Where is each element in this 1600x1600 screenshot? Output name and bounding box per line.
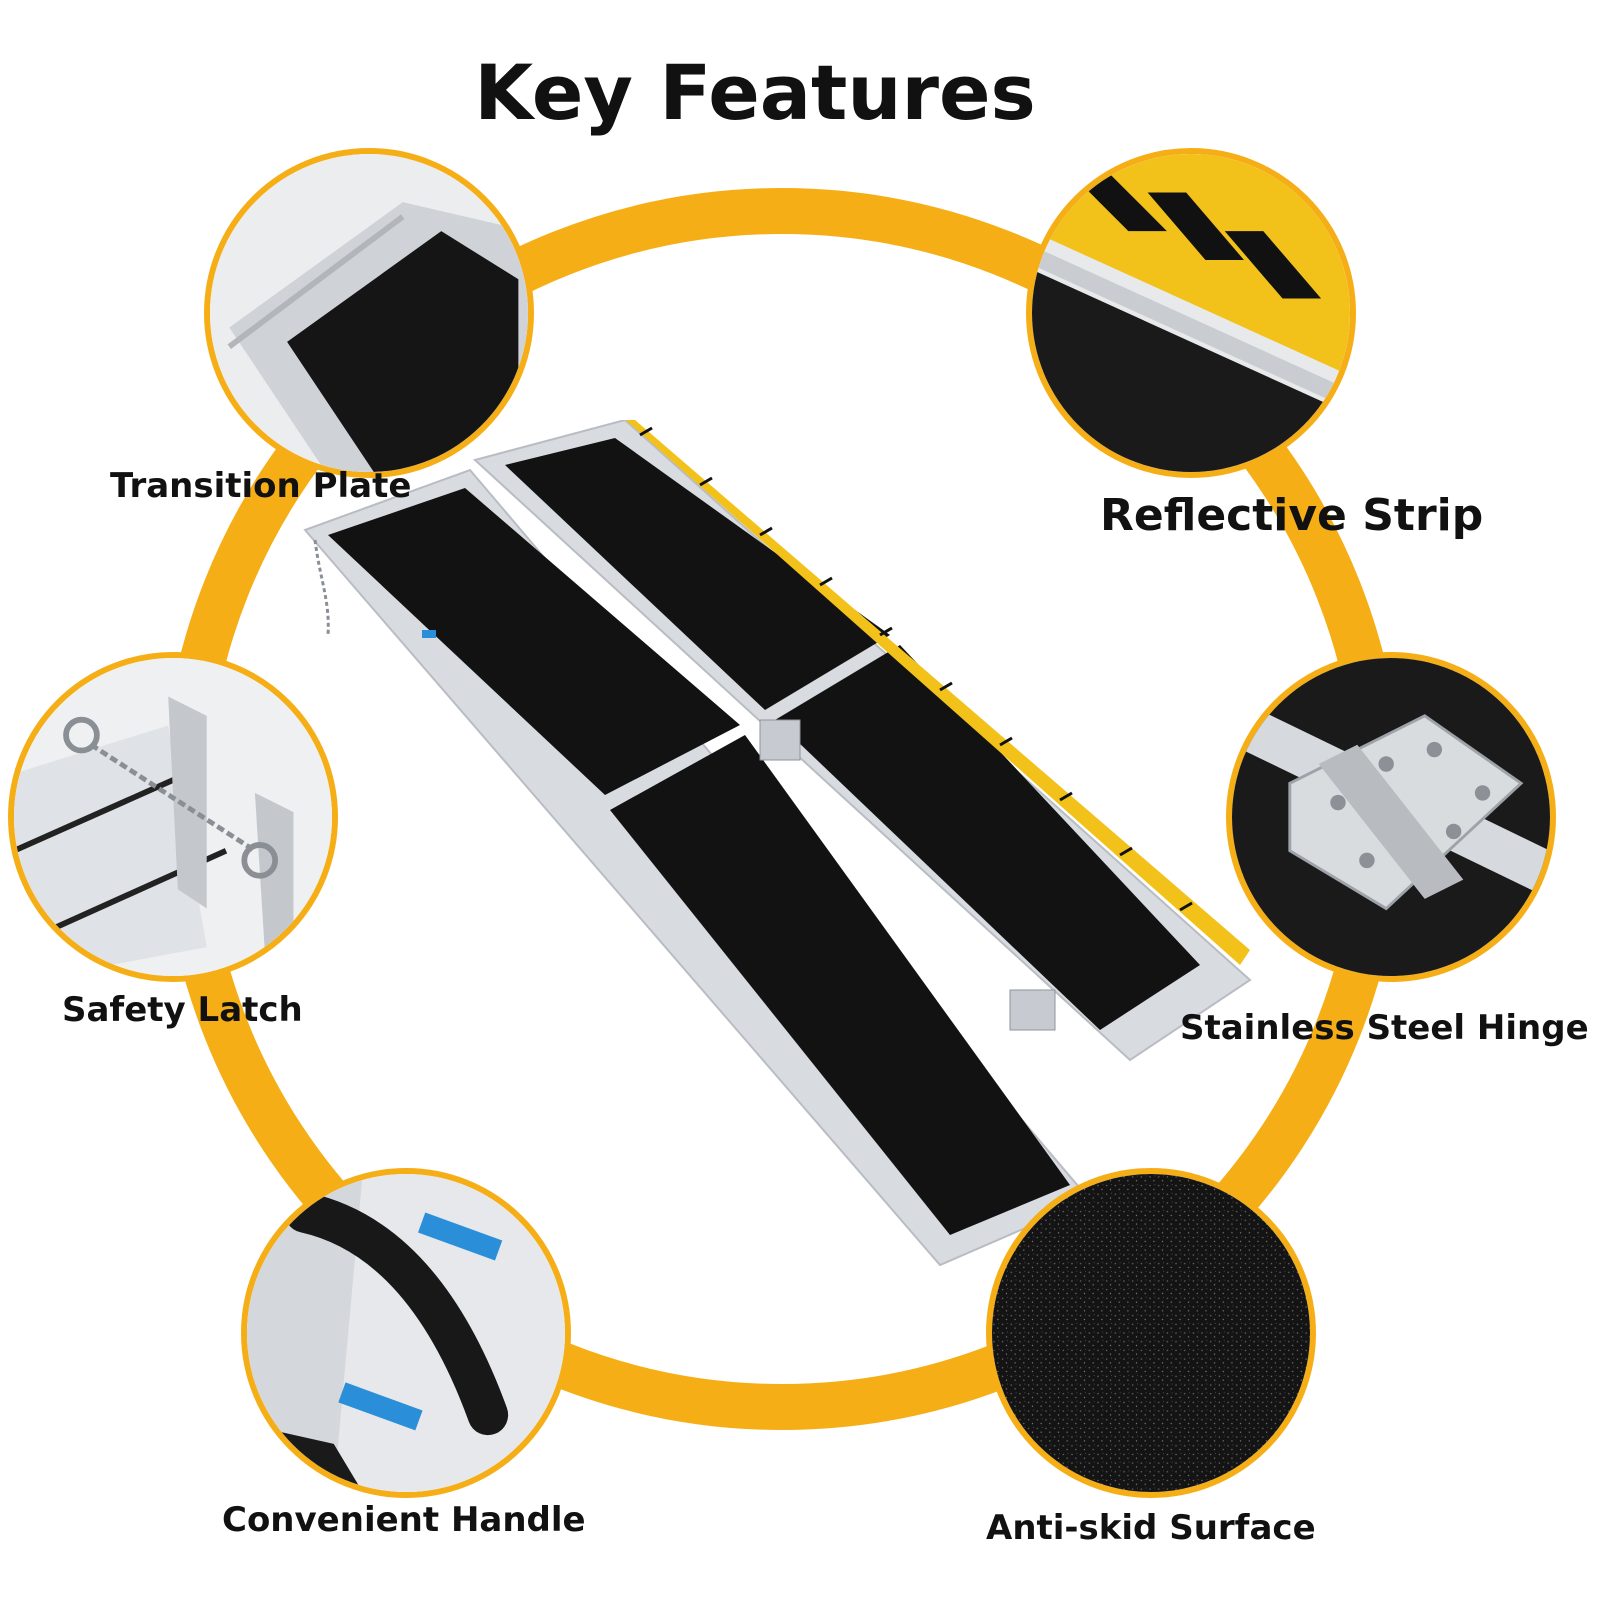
- convenient-handle-label: Convenient Handle: [222, 1500, 586, 1540]
- reflective-strip-label: Reflective Strip: [1100, 490, 1484, 541]
- safety-latch-photo: [8, 652, 338, 982]
- reflective-strip-photo: [1026, 148, 1356, 478]
- folding-ramp-image: [303, 420, 1252, 1267]
- convenient-handle-photo: [241, 1168, 571, 1498]
- transition-plate-photo: [204, 148, 534, 478]
- transition-plate-label: Transition Plate: [110, 466, 412, 506]
- stainless-steel-hinge-label: Stainless Steel Hinge: [1180, 1008, 1589, 1048]
- stainless-steel-hinge-photo: [1226, 652, 1556, 982]
- page-title: Key Features: [474, 48, 1036, 137]
- anti-skid-surface-label: Anti-skid Surface: [986, 1508, 1316, 1548]
- safety-latch-label: Safety Latch: [62, 990, 303, 1030]
- anti-skid-surface-photo: [986, 1168, 1316, 1498]
